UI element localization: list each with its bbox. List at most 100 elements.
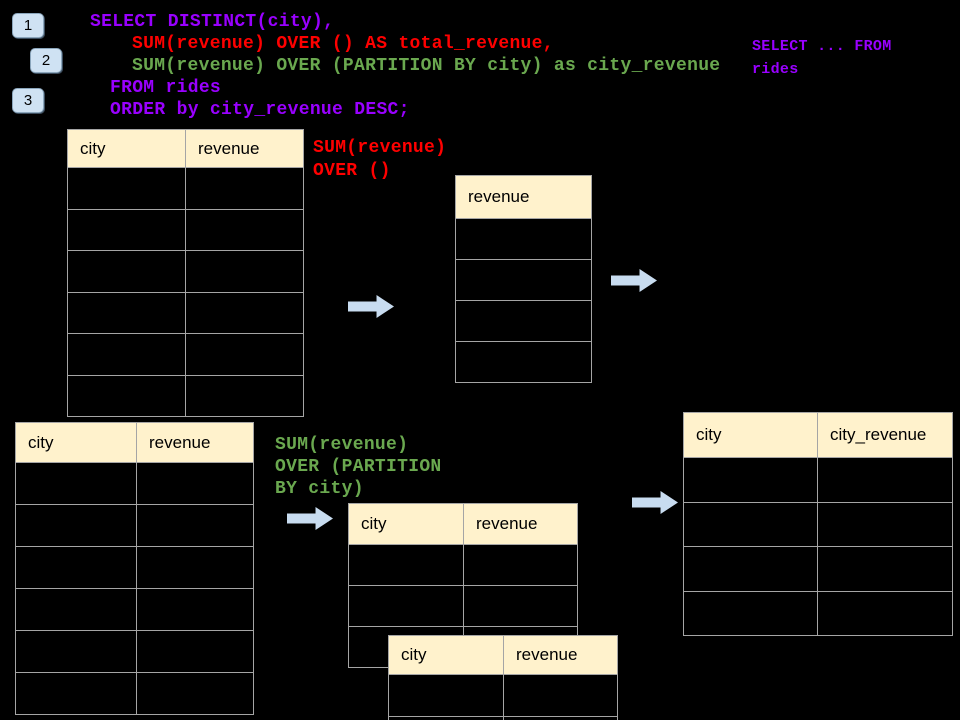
from-rides-note: SELECT ... FROM rides <box>752 38 892 78</box>
table-header-row: city revenue <box>348 503 578 545</box>
empty-cell <box>683 590 818 636</box>
table-row <box>455 218 592 260</box>
table-row <box>67 291 304 334</box>
total-revenue-annotation: SUM(revenue) OVER () <box>313 138 447 181</box>
sql-line-city-revenue: SUM(revenue) OVER (PARTITION BY city) as… <box>132 56 721 76</box>
column-header-revenue: revenue <box>185 129 304 168</box>
empty-cell <box>15 462 137 505</box>
table-row <box>15 462 254 505</box>
empty-cell <box>15 546 137 589</box>
empty-cell <box>15 672 137 715</box>
table-row <box>67 374 304 417</box>
empty-cell <box>455 300 592 342</box>
step-badge-3-label: 3 <box>23 92 33 109</box>
table-row <box>15 504 254 547</box>
empty-cell <box>67 374 186 417</box>
empty-cell <box>185 208 304 251</box>
empty-cell <box>67 250 186 293</box>
table-row <box>15 546 254 589</box>
empty-cell <box>463 544 578 586</box>
partition-annotation: SUM(revenue) OVER (PARTITION BY city) <box>275 435 442 499</box>
column-header-revenue: revenue <box>455 175 592 219</box>
table-row <box>683 590 953 636</box>
step-badge-2: 2 <box>30 48 62 73</box>
table-row <box>455 341 592 383</box>
table-row <box>67 167 304 210</box>
table-row <box>388 716 618 720</box>
column-header-city: city <box>683 412 818 458</box>
empty-cell <box>817 546 953 592</box>
empty-cell <box>683 457 818 503</box>
empty-cell <box>683 501 818 547</box>
table-total-revenue-result: revenue <box>455 175 592 383</box>
step-badge-3: 3 <box>12 88 44 113</box>
right-arrow-icon <box>611 269 657 292</box>
empty-cell <box>683 546 818 592</box>
empty-cell <box>185 250 304 293</box>
empty-cell <box>136 504 254 547</box>
empty-cell <box>503 716 618 720</box>
empty-cell <box>67 208 186 251</box>
empty-cell <box>185 291 304 334</box>
step-badge-2-label: 2 <box>41 52 51 69</box>
table-row <box>67 208 304 251</box>
empty-cell <box>455 218 592 260</box>
empty-cell <box>136 546 254 589</box>
sql-line-from: FROM rides <box>110 78 222 98</box>
sql-line-total-revenue: SUM(revenue) OVER () AS total_revenue, <box>132 34 554 54</box>
empty-cell <box>503 674 618 717</box>
empty-cell <box>136 462 254 505</box>
column-header-city-revenue: city_revenue <box>817 412 953 458</box>
empty-cell <box>817 457 953 503</box>
empty-cell <box>185 167 304 210</box>
table-row <box>683 501 953 547</box>
empty-cell <box>388 716 504 720</box>
right-arrow-icon <box>348 295 394 318</box>
table-city-revenue-result: city city_revenue <box>683 412 953 636</box>
step-badge-1-label: 1 <box>23 17 33 34</box>
column-header-revenue: revenue <box>463 503 578 545</box>
empty-cell <box>15 630 137 673</box>
table-header-row: city revenue <box>67 129 304 168</box>
table-row <box>67 333 304 376</box>
empty-cell <box>388 674 504 717</box>
empty-cell <box>15 588 137 631</box>
empty-cell <box>185 374 304 417</box>
empty-cell <box>67 333 186 376</box>
table-row <box>683 457 953 503</box>
table-row <box>67 250 304 293</box>
empty-cell <box>455 259 592 301</box>
empty-cell <box>348 585 464 627</box>
empty-cell <box>455 341 592 383</box>
column-header-city: city <box>388 635 504 675</box>
empty-cell <box>348 544 464 586</box>
empty-cell <box>15 504 137 547</box>
empty-cell <box>136 630 254 673</box>
table-row <box>15 672 254 715</box>
column-header-city: city <box>67 129 186 168</box>
table-rides-source-bottom: city revenue <box>15 422 254 715</box>
empty-cell <box>67 291 186 334</box>
table-row <box>348 585 578 627</box>
step-badge-1: 1 <box>12 13 44 38</box>
sql-line-order-by: ORDER by city_revenue DESC; <box>110 100 410 120</box>
table-row <box>455 300 592 342</box>
right-arrow-icon <box>287 507 333 530</box>
table-row <box>15 630 254 673</box>
column-header-city: city <box>348 503 464 545</box>
right-arrow-icon <box>632 491 678 514</box>
table-row <box>683 546 953 592</box>
empty-cell <box>185 333 304 376</box>
table-header-row: city city_revenue <box>683 412 953 458</box>
column-header-city: city <box>15 422 137 463</box>
empty-cell <box>136 588 254 631</box>
sql-line-select: SELECT DISTINCT(city), <box>90 12 335 32</box>
table-rides-source-top: city revenue <box>67 129 304 417</box>
empty-cell <box>817 501 953 547</box>
table-header-row: revenue <box>455 175 592 219</box>
table-row <box>15 588 254 631</box>
column-header-revenue: revenue <box>503 635 618 675</box>
empty-cell <box>817 590 953 636</box>
table-row <box>388 674 618 717</box>
